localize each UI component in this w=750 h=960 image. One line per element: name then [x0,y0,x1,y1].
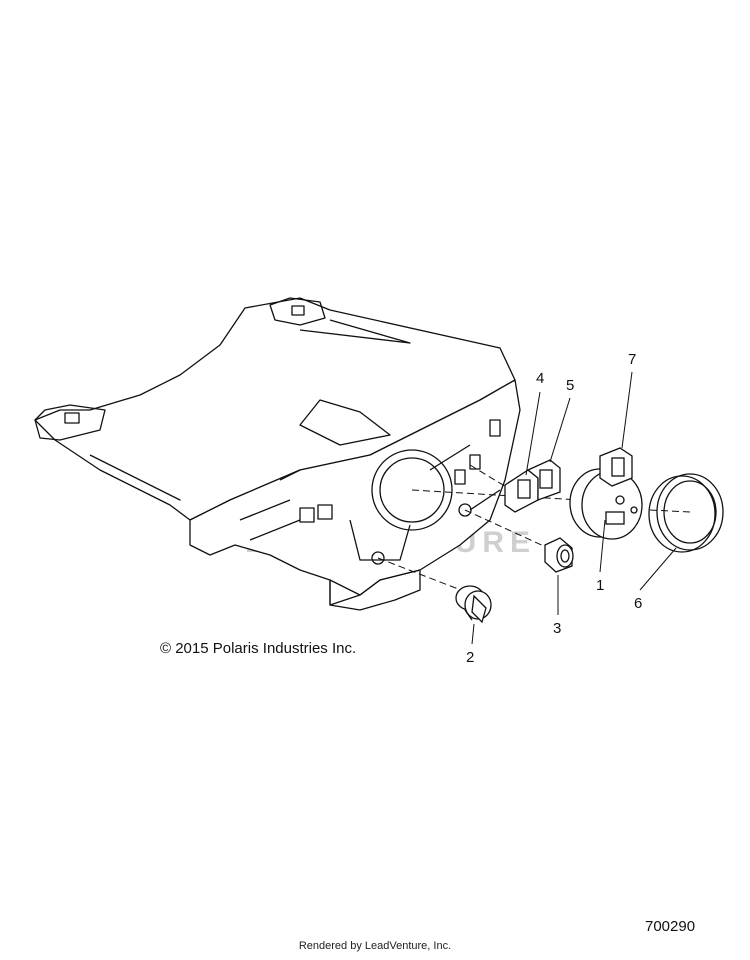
callout-2: 2 [466,649,474,666]
gauge-part [569,468,643,540]
copyright-notice: © 2015 Polaris Industries Inc. [160,640,357,657]
dashboard-panel [34,297,521,611]
callout-4: 4 [536,370,544,387]
diagram-part-number: 700290 [645,918,696,935]
bezel-ring-part [648,473,724,553]
callout-5: 5 [566,377,574,394]
key-switch-part [455,585,492,624]
callout-7: 7 [628,351,636,368]
rendered-by-footer: Rendered by LeadVenture, Inc. [298,940,452,952]
callout-6: 6 [634,595,642,612]
callout-1: 1 [596,577,604,594]
callout-3: 3 [553,620,561,637]
leader-lines [471,371,677,645]
rocker-switch-single [599,447,633,487]
callout-labels: 1 2 3 4 5 6 7 [466,351,642,666]
power-outlet-part [544,537,574,573]
rocker-switch-pair [504,459,561,513]
